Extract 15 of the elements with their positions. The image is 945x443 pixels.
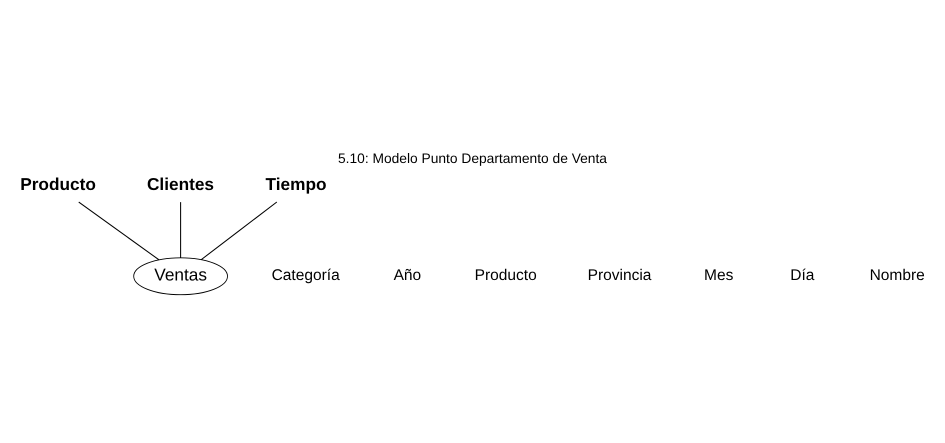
node-text: Clientes [146,174,214,194]
label: Día [790,267,814,284]
node-text: Producto [20,174,96,194]
label: Nombre [870,267,925,284]
node-ellipse: Ventas [133,257,228,296]
connector [200,202,278,260]
connector [78,202,160,260]
label: Producto [474,267,537,284]
diagram-title: 5.10: Modelo Punto Departamento de Venta [338,150,607,166]
label: Mes [704,267,734,284]
connector [180,202,182,258]
label: Categoría [272,267,340,284]
label: Año [394,267,422,284]
node-text: Tiempo [266,174,327,194]
label: Provincia [588,267,652,284]
